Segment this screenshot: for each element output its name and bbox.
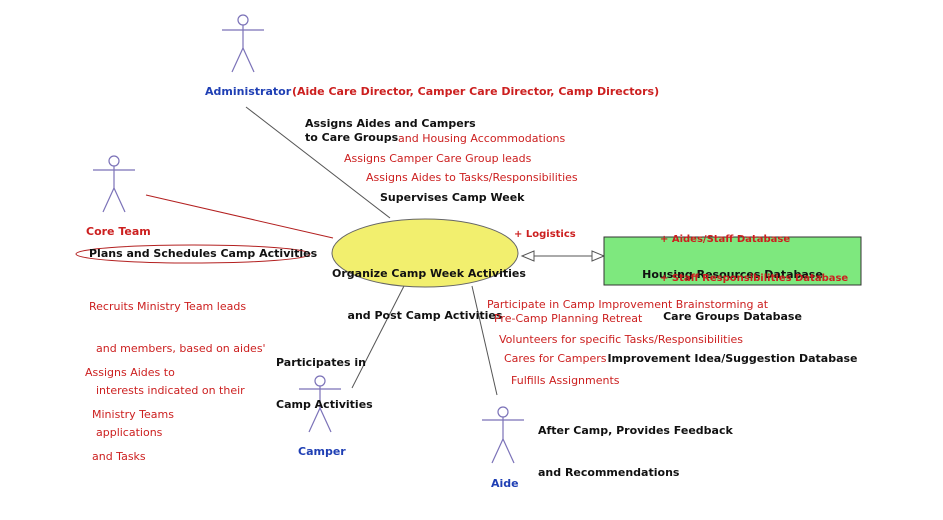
core-recruits-line: applications	[89, 426, 163, 439]
camper-note: Participates in Camp Activities	[276, 328, 373, 426]
camper-note-line: Participates in	[276, 356, 366, 369]
aide-note-3: Volunteers for specific Tasks/Responsibi…	[499, 333, 743, 346]
aide-note-1: Participate in Camp Improvement Brainsto…	[487, 298, 769, 311]
use-case-ellipse[interactable]	[331, 218, 519, 288]
core-recruits-line: interests indicated on their	[89, 384, 245, 397]
aide-note-4: Cares for Campers	[504, 352, 607, 365]
camper-label: Camper	[298, 445, 346, 458]
use-case-title: Organize Camp Week Activities and Post C…	[332, 239, 526, 337]
use-case-line-2: and Post Camp Activities	[347, 309, 503, 322]
administrator-association-line	[245, 106, 391, 219]
database-extra-line: + Aides/Staff Database	[660, 234, 791, 245]
core-team-association-line	[145, 194, 334, 239]
core-team-label: Core Team	[86, 225, 151, 238]
database-line: Housing Resources Database	[642, 268, 823, 281]
database-line: Care Groups Database	[663, 310, 802, 323]
aide-actor-icon[interactable]	[482, 406, 524, 464]
use-case-line-1: Organize Camp Week Activities	[332, 267, 526, 280]
core-assigns-line: and Tasks	[85, 450, 146, 463]
aide-feedback-line: and Recommendations	[538, 466, 680, 479]
admin-note-line-3: Assigns Camper Care Group leads	[344, 152, 532, 165]
admin-note-line-5: Supervises Camp Week	[380, 191, 525, 204]
core-recruits-line: and members, based on aides'	[89, 342, 266, 355]
logistics-label: + Logistics	[514, 229, 576, 240]
database-extra-line: + Staff Responsibilities Database	[660, 273, 849, 284]
arrowhead-right	[591, 250, 606, 262]
core-recruits-note: Recruits Ministry Team leads and members…	[89, 272, 266, 454]
admin-note-line-2-red: and Housing Accommodations	[398, 132, 566, 145]
camper-association-line	[351, 285, 405, 389]
admin-note-line-2: to Care Groups	[305, 131, 399, 144]
arrowhead-left	[520, 250, 535, 262]
aide-association-line	[471, 285, 498, 396]
administrator-label: Administrator	[205, 85, 292, 98]
camper-actor-icon[interactable]	[299, 375, 341, 433]
aide-note-2: Pre-Camp Planning Retreat	[487, 312, 643, 325]
core-assigns-line: Ministry Teams	[85, 408, 174, 421]
core-plans-note: Plans and Schedules Camp Activities	[89, 247, 318, 260]
database-lines: Housing Resources Database Care Groups D…	[604, 240, 861, 380]
administrator-roles: (Aide Care Director, Camper Care Directo…	[292, 85, 660, 98]
database-extra: + Aides/Staff Database + Staff Responsib…	[660, 207, 848, 298]
core-recruits-line: Recruits Ministry Team leads	[89, 300, 247, 313]
core-team-actor-icon[interactable]	[93, 155, 135, 213]
core-assigns-note: Assigns Aides to Ministry Teams and Task…	[85, 338, 175, 478]
database-line: Improvement Idea/Suggestion Database	[607, 352, 858, 365]
plans-highlight-ellipse	[75, 244, 311, 264]
aide-feedback-note: After Camp, Provides Feedback and Recomm…	[538, 396, 733, 494]
admin-note-line-4: Assigns Aides to Tasks/Responsibilities	[366, 171, 578, 184]
aide-note-5: Fulfills Assignments	[511, 374, 620, 387]
admin-note-line-1: Assigns Aides and Campers	[305, 117, 476, 130]
administrator-actor-icon[interactable]	[222, 14, 264, 73]
aide-feedback-line: After Camp, Provides Feedback	[538, 424, 733, 437]
aide-label: Aide	[491, 477, 519, 490]
database-box[interactable]	[603, 236, 862, 286]
camper-note-line: Camp Activities	[276, 398, 373, 411]
core-assigns-line: Assigns Aides to	[85, 366, 175, 379]
